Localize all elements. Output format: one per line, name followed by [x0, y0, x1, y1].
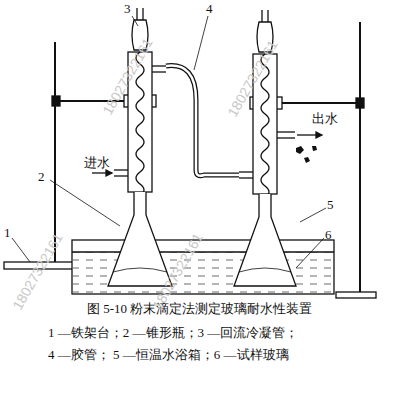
watermark: 18027322161: [10, 231, 66, 313]
figure-caption: 图 5-10 粉末滴定法测定玻璃耐水性装置: [87, 302, 312, 316]
flow-label: 出水: [312, 112, 338, 126]
flow-label: 进水: [84, 156, 110, 170]
callout-number: 6: [325, 228, 332, 242]
callout-number: 5: [327, 198, 334, 212]
callout-number: 2: [38, 170, 45, 184]
callout-number: 3: [124, 2, 131, 16]
callout-number: 4: [206, 2, 213, 16]
key-line: 1 —铁架台；2 —锥形瓶；3 —回流冷凝管；: [48, 326, 298, 340]
key-line: 4 —胶管； 5 —恒温水浴箱；6 —试样玻璃: [48, 348, 289, 362]
callout-number: 1: [4, 226, 11, 240]
